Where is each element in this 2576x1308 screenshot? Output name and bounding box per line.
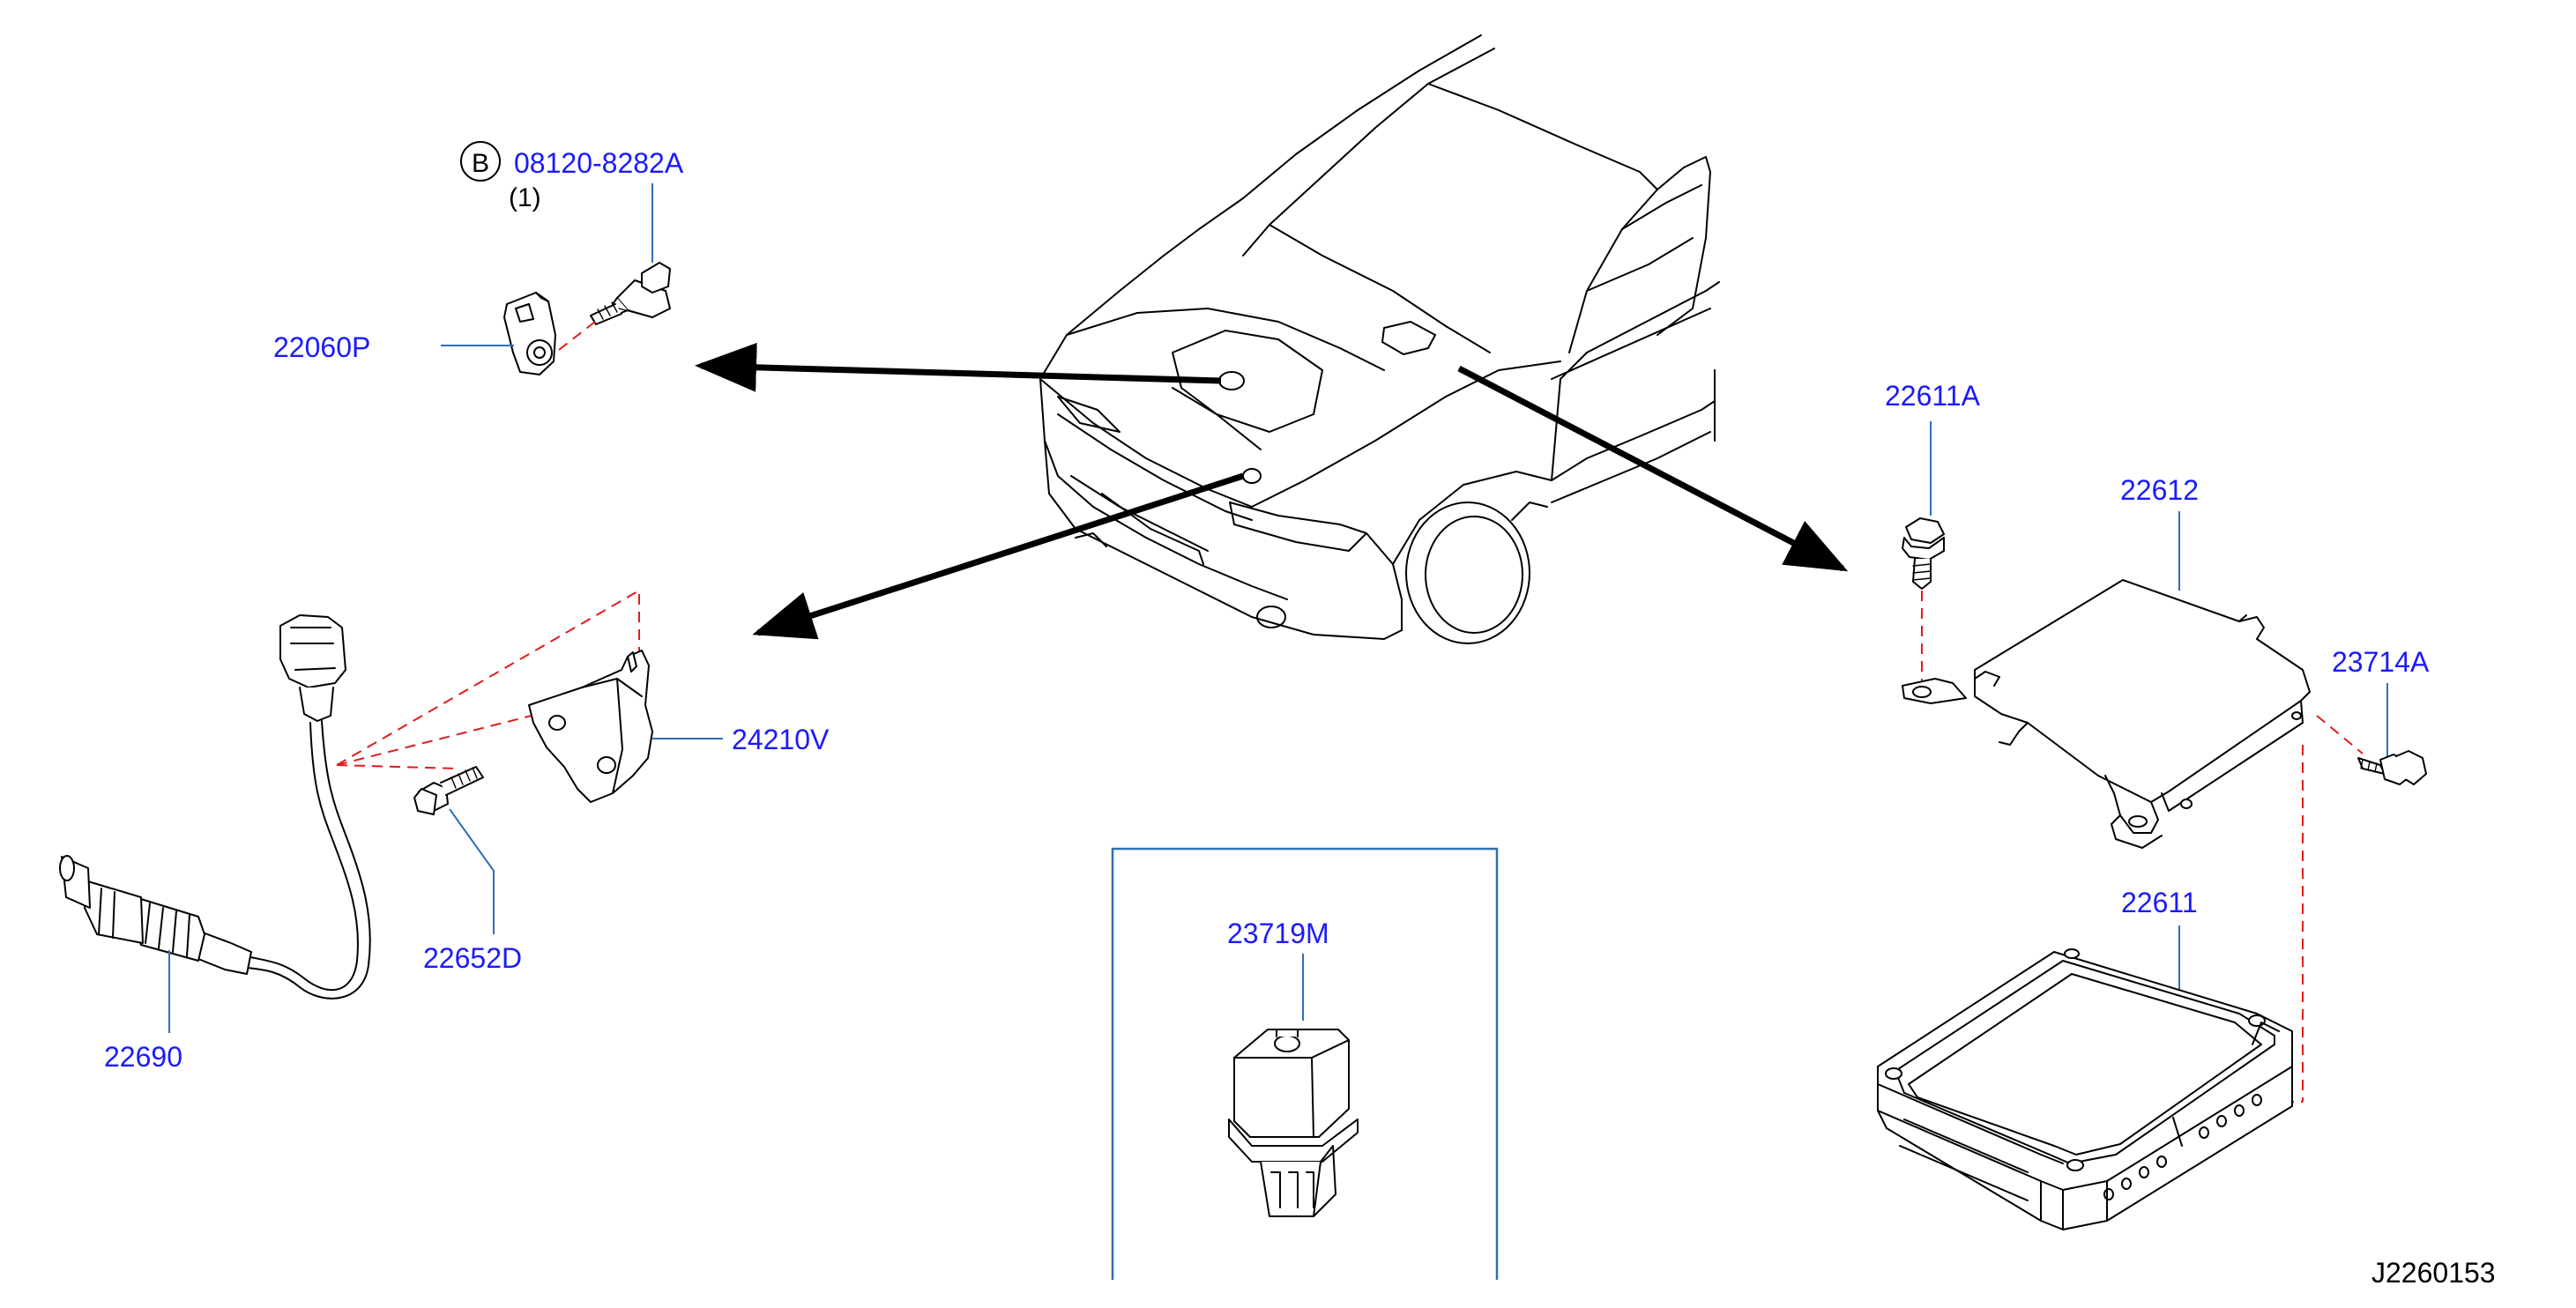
ecm-bracket-drawing	[1902, 579, 2311, 849]
ecm-bolt-part-number: 23714A	[2332, 646, 2430, 678]
bracket-bolt-part-number: 22652D	[423, 942, 522, 974]
ecm-bolt-drawing	[2357, 750, 2427, 785]
knock-sensor-drawing	[503, 292, 556, 375]
ecm-bracket-part-number: 22612	[2120, 474, 2199, 506]
knock-sensor-bolt-drawing	[590, 262, 671, 325]
harness-bracket-part-number: 24210V	[732, 724, 830, 755]
ecm-bracket-bolt-drawing	[1902, 517, 1945, 590]
harness-bracket-drawing	[528, 650, 653, 803]
ecm-drawing	[1877, 948, 2293, 1230]
ecm-bracket-bolt-part-number: 22611A	[1885, 380, 1981, 412]
bolt-quantity: (1)	[509, 183, 541, 212]
diagram-reference-id: J2260153	[2371, 1257, 2496, 1289]
bolt-circle-marker	[460, 141, 501, 182]
relay-part-number: 23719M	[1227, 918, 1329, 949]
oxygen-sensor-drawing	[59, 614, 371, 1000]
location-arrows	[695, 342, 1849, 640]
oxygen-sensor-part-number: 22690	[104, 1041, 182, 1073]
bolt-circle-letter: B	[472, 149, 489, 178]
bracket-bolt-drawing	[413, 766, 484, 815]
bolt-callout: B 08120-8282A (1)	[460, 141, 684, 263]
ecm-part-number: 22611	[2121, 887, 2198, 918]
relay-frame	[1111, 847, 1499, 1280]
bolt-part-number: 08120-8282A	[514, 147, 684, 179]
knock-sensor-part-number: 22060P	[273, 331, 370, 363]
vehicle-illustration	[1039, 34, 1720, 644]
relay-drawing	[1228, 1029, 1359, 1217]
